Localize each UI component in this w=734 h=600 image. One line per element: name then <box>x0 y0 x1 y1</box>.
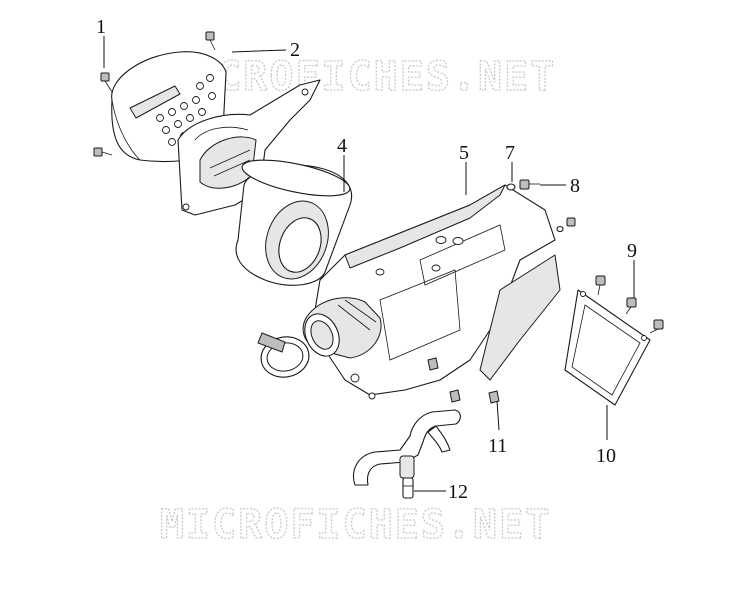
leader-2 <box>231 49 287 53</box>
watermark-bottom: MICROFICHES.NET <box>160 502 551 548</box>
callout-11: 11 <box>488 435 507 457</box>
part-8-screw <box>519 179 540 190</box>
callout-4: 4 <box>337 135 347 157</box>
hose-clamp <box>257 332 310 378</box>
callout-5: 5 <box>459 142 469 164</box>
callout-8: 8 <box>570 175 580 197</box>
leader-11 <box>496 400 500 431</box>
callout-10: 10 <box>596 445 616 467</box>
part-7-washer <box>506 183 516 191</box>
housing-side-screws <box>556 217 576 233</box>
callout-1: 1 <box>96 16 106 38</box>
part-4-air-filter <box>235 159 353 286</box>
part-2-intake-duct <box>177 79 321 216</box>
part-12-breather-hose <box>353 409 461 499</box>
part-10-side-cover <box>564 289 651 406</box>
callout-7: 7 <box>505 142 515 164</box>
part-5-inlet-snorkel <box>302 297 382 359</box>
watermark-top: MICROFICHES.NET <box>165 54 556 100</box>
part-11-clips <box>427 357 500 404</box>
callout-12: 12 <box>448 481 468 503</box>
part-1-screws <box>93 31 216 157</box>
part-9-screws <box>595 275 664 334</box>
callout-9: 9 <box>627 240 637 262</box>
callout-2: 2 <box>290 39 300 61</box>
